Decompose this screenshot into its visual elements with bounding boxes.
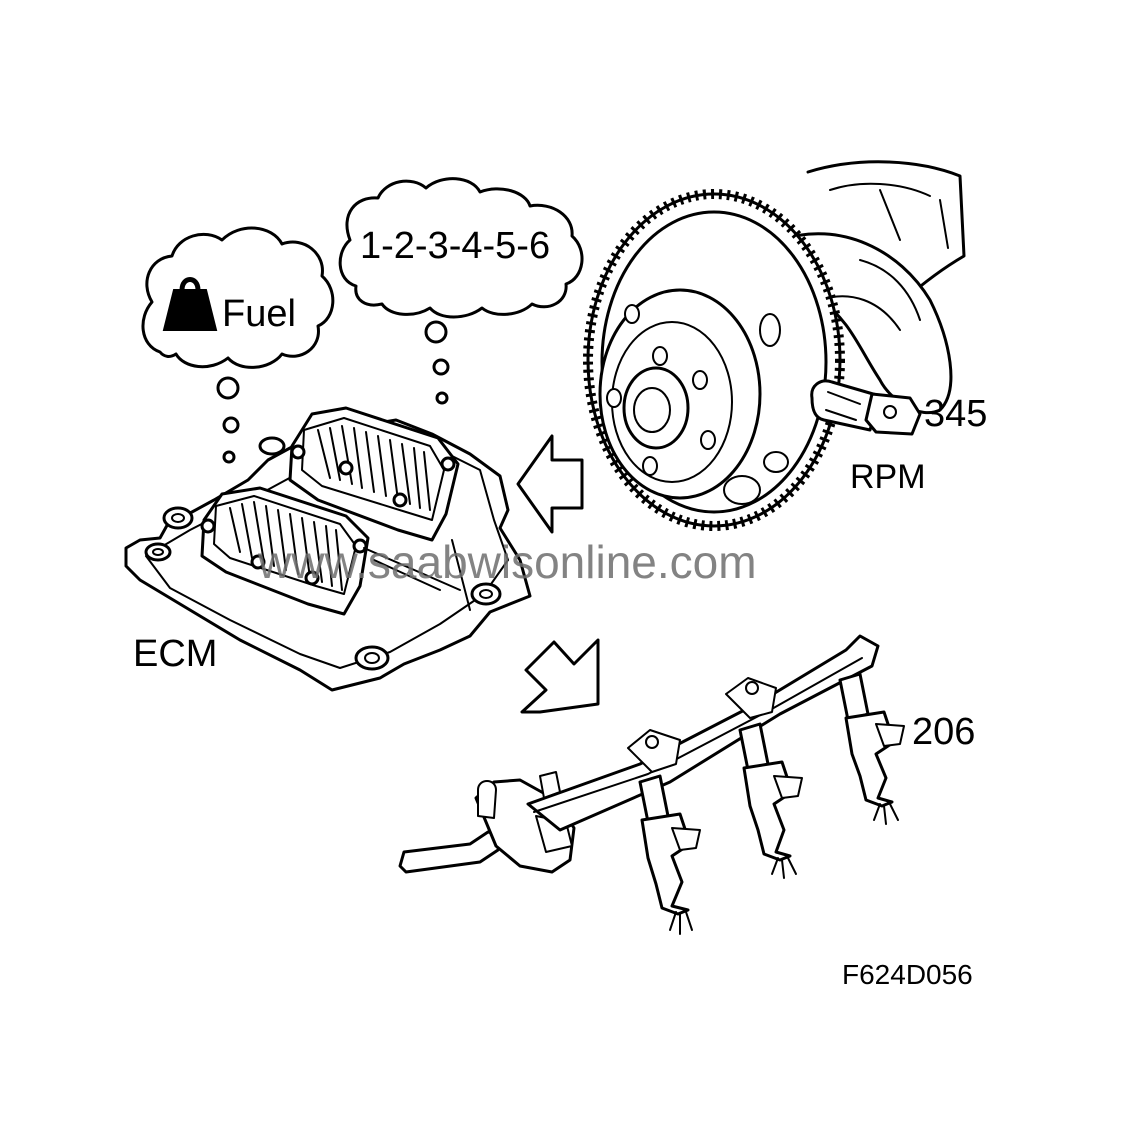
rpm-label: RPM — [850, 458, 926, 496]
watermark: www.saabwisonline.com — [257, 536, 757, 588]
firing-order-label: 1-2-3-4-5-6 — [360, 225, 550, 267]
callout-206: 206 — [912, 711, 975, 753]
rpm-sensor — [810, 379, 922, 436]
down-right-arrow-icon — [520, 638, 600, 714]
ecm-connector-rear — [288, 406, 460, 542]
mounting-hole — [470, 582, 502, 606]
fuel-injector — [738, 722, 803, 879]
crankshaft-flywheel — [583, 160, 966, 531]
callout-345: 345 — [924, 393, 987, 435]
fuel-thought-cloud: Fuel — [141, 226, 335, 464]
weight-icon — [162, 277, 218, 331]
ecm-unit — [124, 406, 532, 692]
flywheel-bolt-holes — [606, 304, 716, 476]
ecm-connector-front — [200, 486, 370, 616]
mounting-hole — [144, 542, 172, 562]
mounting-hole — [162, 506, 194, 530]
fuel-injector — [638, 774, 701, 935]
mounting-hole — [354, 645, 390, 671]
fuel-injector — [838, 672, 905, 825]
ecm-label: ECM — [133, 633, 217, 675]
order-thought-cloud: 1-2-3-4-5-6 — [338, 177, 584, 405]
fuel-rail-assembly — [398, 634, 905, 935]
fuel-label: Fuel — [222, 293, 296, 335]
mounting-hole — [258, 436, 286, 456]
left-arrow-icon — [516, 434, 584, 534]
figure-code: F624D056 — [842, 959, 973, 990]
